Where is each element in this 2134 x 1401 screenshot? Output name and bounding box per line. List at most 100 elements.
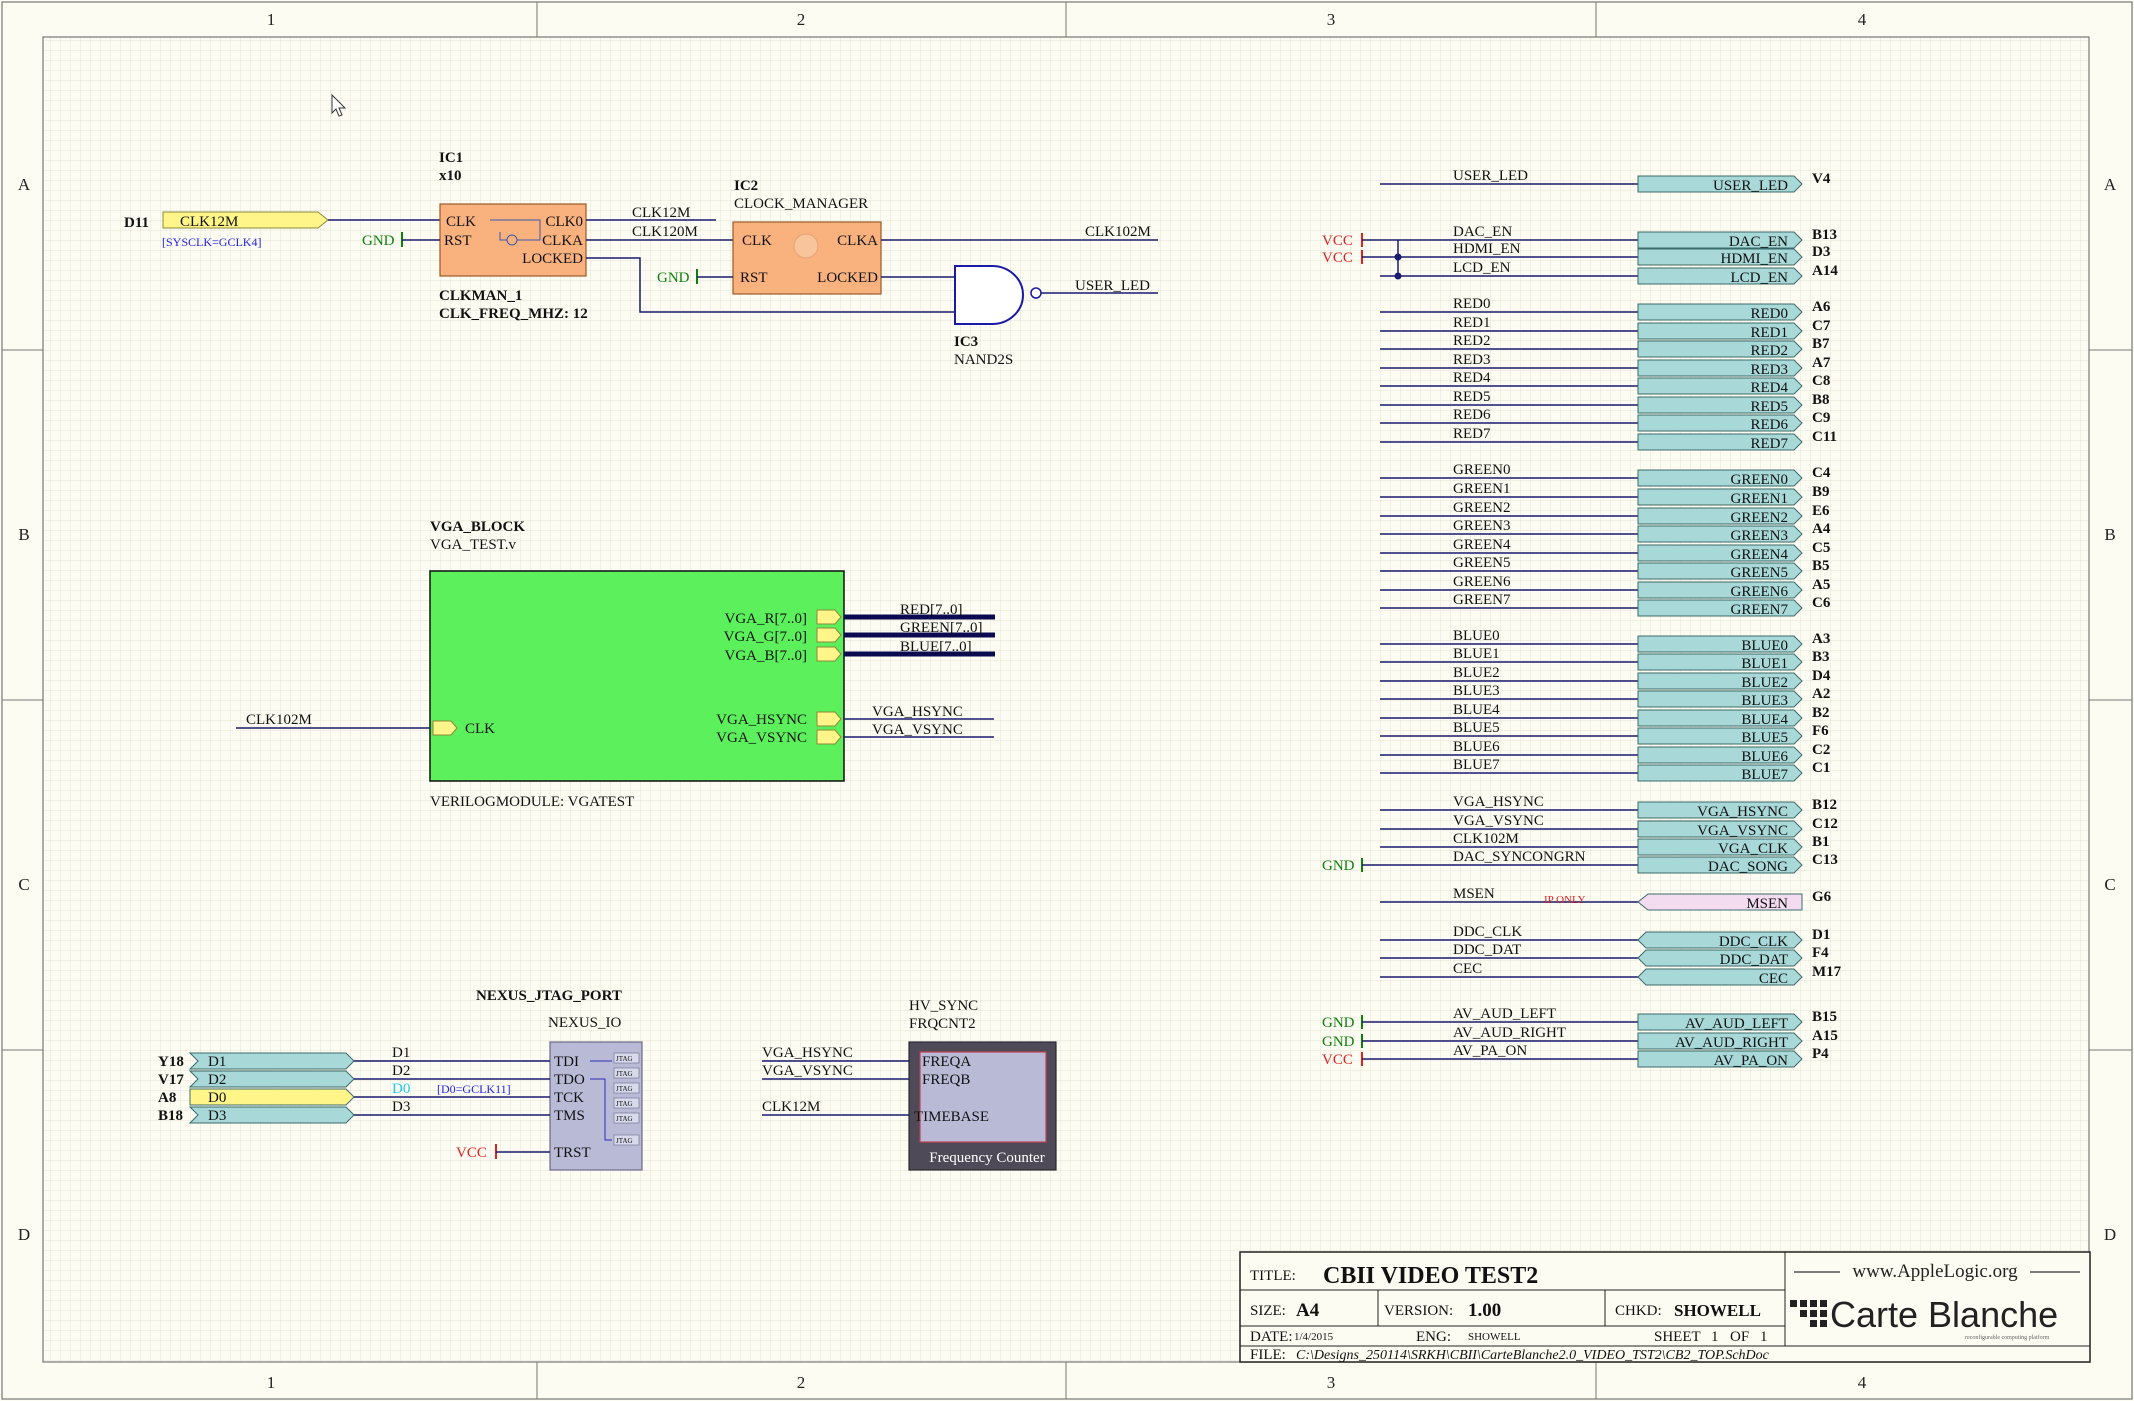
fpga-pin: B2 <box>1812 705 1830 721</box>
output-port-blue0[interactable] <box>1637 635 1803 653</box>
output-port-vga-vsync[interactable] <box>1637 820 1803 838</box>
output-port-red2[interactable] <box>1637 340 1803 358</box>
ic3-nand-gate[interactable] <box>954 265 1024 325</box>
net-label: VGA_VSYNC <box>1453 813 1544 829</box>
net-clk120m-label: CLK120M <box>632 224 698 240</box>
output-port-blue2[interactable] <box>1637 672 1803 690</box>
output-port-blue6[interactable] <box>1637 746 1803 764</box>
port-label: AV_PA_ON <box>1714 1053 1788 1069</box>
net-label: AV_PA_ON <box>1453 1043 1527 1059</box>
nexus-port-d1[interactable] <box>188 1052 355 1070</box>
jtag-pin-tdo: TDO <box>554 1072 585 1088</box>
ic1-clkman-body[interactable] <box>439 203 587 277</box>
freq-pin-timebase: TIMEBASE <box>914 1109 989 1125</box>
output-port-red5[interactable] <box>1637 396 1803 414</box>
output-port-msen[interactable] <box>1637 893 1803 911</box>
output-port-hdmi-en[interactable] <box>1637 248 1803 266</box>
output-port-blue4[interactable] <box>1637 709 1803 727</box>
ic2-pin-clk: CLK <box>742 233 772 249</box>
port-label: RED5 <box>1751 399 1789 415</box>
output-port-blue5[interactable] <box>1637 727 1803 745</box>
output-port-dac-en[interactable] <box>1637 231 1803 249</box>
output-port-ddc-clk[interactable] <box>1637 931 1803 949</box>
output-port-green7[interactable] <box>1637 599 1803 617</box>
net-label: AV_AUD_RIGHT <box>1453 1025 1566 1041</box>
nexus-port-label: D0 <box>208 1090 226 1106</box>
vga-block-body[interactable] <box>429 570 845 782</box>
zone-col-top-1: 1 <box>267 10 276 29</box>
net-label: BLUE2 <box>1453 665 1500 681</box>
nexus-net-label: D2 <box>392 1063 410 1079</box>
jtag-pin-trst: TRST <box>554 1145 591 1161</box>
net-label: RED3 <box>1453 352 1491 368</box>
bus-green-label: GREEN[7..0] <box>900 620 983 636</box>
port-label: DAC_EN <box>1729 234 1788 250</box>
output-port-green0[interactable] <box>1637 469 1803 487</box>
output-port-blue7[interactable] <box>1637 764 1803 782</box>
fpga-pin: C12 <box>1812 816 1838 832</box>
jtag-pin-tms: TMS <box>554 1108 585 1124</box>
fpga-pin: A14 <box>1812 263 1838 279</box>
sysclk-directive: [SYSCLK=GCLK4] <box>162 235 261 249</box>
output-port-red7[interactable] <box>1637 433 1803 451</box>
internal-jtag-label: JTAG <box>616 1055 633 1063</box>
net-label: GREEN5 <box>1453 555 1511 571</box>
clk12m-input-port[interactable] <box>162 211 329 229</box>
port-label: RED3 <box>1751 362 1789 378</box>
fpga-pin: B3 <box>1812 649 1830 665</box>
output-port-lcd-en[interactable] <box>1637 267 1803 285</box>
output-port-green4[interactable] <box>1637 544 1803 562</box>
port-label: HDMI_EN <box>1721 251 1789 267</box>
output-port-green6[interactable] <box>1637 581 1803 599</box>
output-port-av-aud-left[interactable] <box>1637 1013 1803 1031</box>
output-port-green3[interactable] <box>1637 525 1803 543</box>
output-port-vga-clk[interactable] <box>1637 838 1803 856</box>
output-port-blue1[interactable] <box>1637 653 1803 671</box>
fpga-pin: B13 <box>1812 227 1837 243</box>
output-port-green1[interactable] <box>1637 488 1803 506</box>
nexus-port-d3[interactable] <box>188 1106 355 1124</box>
output-port-ddc-dat[interactable] <box>1637 949 1803 967</box>
internal-jtag-label: JTAG <box>616 1100 633 1108</box>
version-label: VERSION: <box>1384 1303 1453 1319</box>
date-value: 1/4/2015 <box>1294 1331 1334 1343</box>
output-port-green2[interactable] <box>1637 507 1803 525</box>
net-label: DDC_CLK <box>1453 924 1522 940</box>
output-port-av-pa-on[interactable] <box>1637 1050 1803 1068</box>
of-label: OF <box>1730 1329 1749 1345</box>
nexus-port-d2[interactable] <box>188 1070 355 1088</box>
output-port-dac-song[interactable] <box>1637 856 1803 874</box>
output-port-red0[interactable] <box>1637 303 1803 321</box>
output-port-blue3[interactable] <box>1637 690 1803 708</box>
internal-jtag-label: JTAG <box>616 1137 633 1145</box>
output-port-red1[interactable] <box>1637 322 1803 340</box>
output-port-red3[interactable] <box>1637 359 1803 377</box>
zone-row-right-D: D <box>2104 1225 2116 1244</box>
output-port-av-aud-right[interactable] <box>1637 1032 1803 1050</box>
fpga-pin: C1 <box>1812 760 1830 776</box>
logo-tagline: reconfigurable computing platform <box>1965 1334 2050 1341</box>
output-port-cec[interactable] <box>1637 968 1803 986</box>
output-port-user-led[interactable] <box>1637 175 1803 193</box>
output-port-vga-hsync[interactable] <box>1637 801 1803 819</box>
fpga-pin: B9 <box>1812 484 1830 500</box>
freq-pin-b: FREQB <box>922 1072 970 1088</box>
nexus-port-d0[interactable] <box>189 1088 355 1106</box>
logo-name: Carte Blanche <box>1830 1294 2058 1335</box>
output-port-red4[interactable] <box>1637 377 1803 395</box>
net-label: GREEN2 <box>1453 500 1511 516</box>
output-port-green5[interactable] <box>1637 562 1803 580</box>
output-port-red6[interactable] <box>1637 414 1803 432</box>
fpga-pin: C5 <box>1812 540 1830 556</box>
of-value: 1 <box>1760 1329 1768 1345</box>
